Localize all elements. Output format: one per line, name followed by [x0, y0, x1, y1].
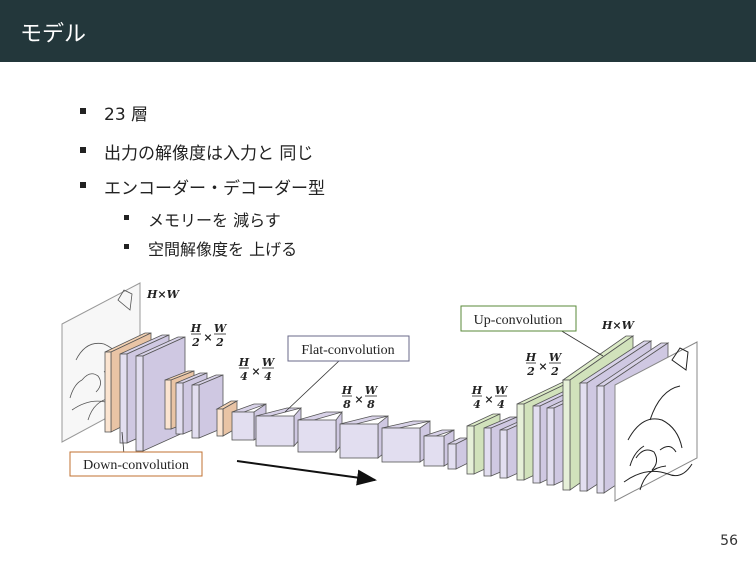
svg-text:2: 2: [550, 365, 559, 378]
flat-block: [297, 410, 343, 454]
svg-text:2: 2: [526, 365, 535, 378]
bullet-text: メモリーを 減らす: [148, 211, 281, 230]
svg-text:H: H: [190, 322, 202, 335]
svg-text:Down-convolution: Down-convolution: [83, 458, 189, 473]
svg-text:W: W: [495, 384, 509, 397]
output-image: [614, 341, 698, 502]
bullet-marker: [124, 244, 129, 249]
bullet-marker: [80, 147, 86, 153]
svg-text:W: W: [365, 384, 379, 397]
svg-text:Flat-convolution: Flat-convolution: [301, 343, 394, 358]
svg-text:4: 4: [264, 370, 272, 383]
title-bar: モデル: [0, 0, 756, 62]
svg-text:×: ×: [538, 360, 547, 373]
svg-text:×: ×: [251, 365, 260, 378]
svg-text:H: H: [238, 356, 250, 369]
svg-text:Up-convolution: Up-convolution: [474, 313, 563, 328]
dim-input: H×W: [146, 288, 181, 301]
flat-block: [339, 415, 389, 459]
bullet-text: 出力の解像度は入力と 同じ: [104, 144, 314, 164]
svg-text:W: W: [549, 351, 563, 364]
up-leader-line: [559, 329, 604, 357]
svg-text:4: 4: [473, 398, 481, 411]
svg-text:8: 8: [367, 398, 375, 411]
svg-text:H: H: [341, 384, 353, 397]
dim-quarter-down: H 4 × W 4: [238, 356, 276, 383]
flat-convolution-label: Flat-convolution: [287, 335, 410, 362]
svg-text:W: W: [214, 322, 228, 335]
svg-text:×: ×: [484, 393, 493, 406]
flow-arrow: [236, 460, 377, 486]
svg-text:8: 8: [343, 398, 351, 411]
svg-text:2: 2: [215, 336, 224, 349]
bullet-text: 23 層: [104, 105, 149, 125]
down-convolution-label: Down-convolution: [69, 451, 203, 477]
bullet-text: 空間解像度を 上げる: [148, 240, 298, 259]
svg-text:4: 4: [497, 398, 505, 411]
svg-text:4: 4: [240, 370, 248, 383]
bullet-marker: [124, 215, 129, 220]
bullet-text: エンコーダー・デコーダー型: [104, 179, 325, 199]
page-number: 56: [720, 533, 738, 549]
flat-block: [255, 406, 302, 448]
svg-text:2: 2: [191, 336, 200, 349]
dim-half-down: H 2 × W 2: [190, 322, 228, 349]
flat-leader-line: [284, 359, 341, 413]
slide-title: モデル: [20, 22, 87, 47]
svg-text:×: ×: [203, 331, 212, 344]
dim-eighth: H 8 × W 8: [341, 384, 379, 411]
bullet-marker: [80, 108, 86, 114]
down-leader-line: [121, 431, 125, 455]
bullet-marker: [80, 182, 86, 188]
dim-half-up: H 2 × W 2: [525, 351, 563, 378]
flat-block: [447, 437, 469, 470]
up-convolution-label: Up-convolution: [460, 305, 577, 332]
flat-block: [381, 420, 431, 463]
dim-quarter-up: H 4 × W 4: [471, 384, 509, 411]
dim-output: H×W: [601, 319, 636, 332]
svg-text:×: ×: [354, 393, 363, 406]
svg-text:H: H: [471, 384, 483, 397]
svg-text:H: H: [525, 351, 537, 364]
svg-text:W: W: [262, 356, 276, 369]
